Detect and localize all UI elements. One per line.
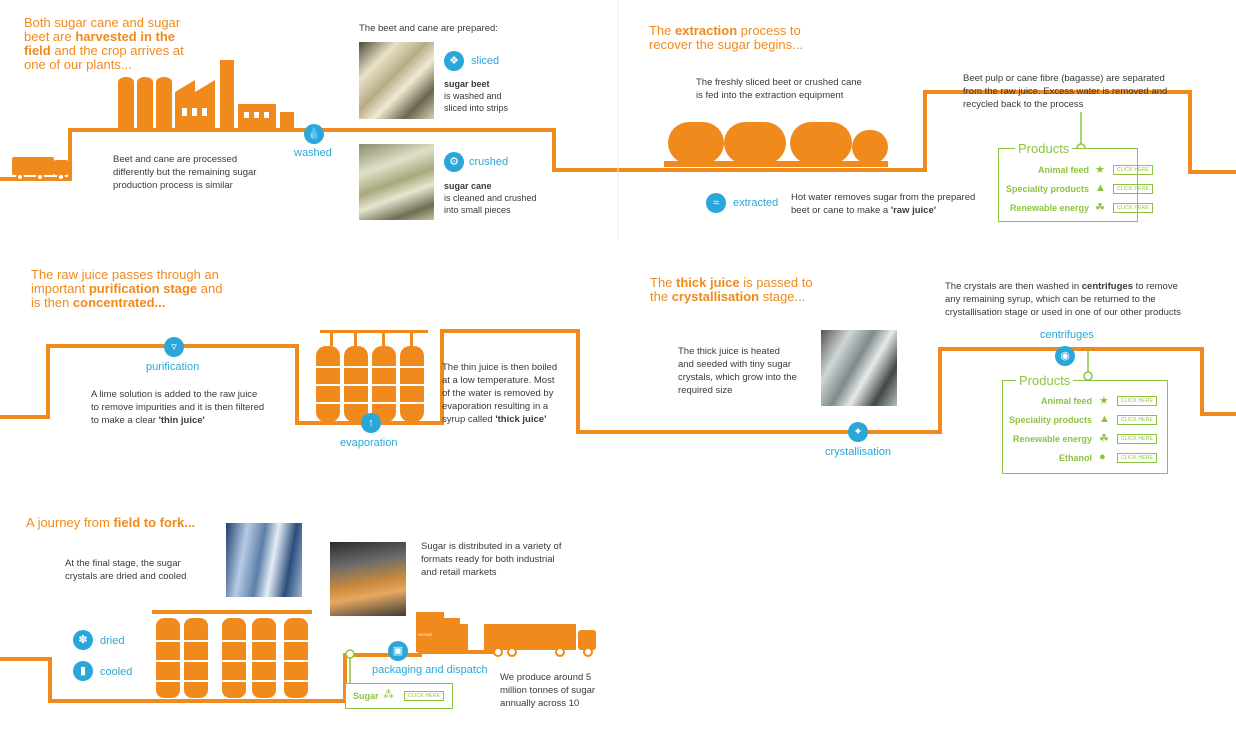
click-here-animal-feed-2[interactable]: CLICK HERE xyxy=(1117,396,1158,406)
bag-label: SUGAR xyxy=(418,632,433,637)
centrifuge-text: The crystals are then washed in centrifu… xyxy=(945,281,1182,318)
products-title-2: Products xyxy=(1016,373,1074,388)
ethanol-icon: ● xyxy=(1099,451,1106,463)
products-box-extraction xyxy=(998,148,1138,222)
product-speciality[interactable]: Speciality products xyxy=(1005,184,1089,194)
products-box-crystallisation xyxy=(1002,380,1168,474)
renewable-energy-icon: ☘ xyxy=(1095,202,1105,214)
pulp-text: Beet pulp or cane fibre (bagasse) are se… xyxy=(963,73,1168,110)
purification-icon: ▿ xyxy=(164,337,184,357)
sugar-product-box xyxy=(345,683,453,709)
flow-line-row1 xyxy=(0,90,1236,181)
product-animal-feed-2[interactable]: Animal feed xyxy=(1040,396,1092,406)
product-renewable-energy-2[interactable]: Renewable energy xyxy=(1012,434,1092,444)
final-stage-text: At the final stage, the sugar crystals a… xyxy=(65,558,187,582)
flow-line-row3 xyxy=(0,650,500,703)
crushed-label: crushed xyxy=(469,156,509,168)
factory-illustration xyxy=(118,60,294,128)
extraction-drums-illustration xyxy=(664,122,888,167)
packaging-icon: ▣ xyxy=(388,641,408,661)
purification-label: purification xyxy=(146,361,200,373)
products-title: Products xyxy=(1015,141,1073,156)
click-here-speciality[interactable]: CLICK HERE xyxy=(1113,184,1154,194)
washed-icon: 💧 xyxy=(304,124,324,144)
renewable-energy-icon: ☘ xyxy=(1099,433,1109,445)
lime-text: A lime solution is added to the raw juic… xyxy=(91,389,265,426)
distribution-photo xyxy=(330,542,406,616)
heated-text: The thick juice is heated and seeded wit… xyxy=(678,346,797,396)
extracted-label: extracted xyxy=(733,197,779,209)
centrifuges-icon: ◉ xyxy=(1055,346,1075,366)
click-here-renewable-2[interactable]: CLICK HERE xyxy=(1117,434,1158,444)
flow-line-row2 xyxy=(0,329,1236,434)
cooled-label: cooled xyxy=(100,666,133,678)
extracted-icon: ≈ xyxy=(706,193,726,213)
product-speciality-2[interactable]: Speciality products xyxy=(1008,415,1092,425)
sliced-icon: ❖ xyxy=(444,51,464,71)
intro-heading: Both sugar cane and sugar beet are harve… xyxy=(24,15,184,72)
animal-feed-icon: ★ xyxy=(1095,164,1105,176)
product-ethanol[interactable]: Ethanol xyxy=(1059,453,1092,463)
truck-illustration xyxy=(12,157,68,181)
prepared-title: The beet and cane are prepared: xyxy=(359,23,498,34)
click-here-animal-feed[interactable]: CLICK HERE xyxy=(1113,165,1154,175)
hot-water-text: Hot water removes sugar from the prepare… xyxy=(791,192,976,216)
product-sugar[interactable]: Sugar xyxy=(353,691,379,701)
click-here-renewable[interactable]: CLICK HERE xyxy=(1113,203,1154,213)
lorry-illustration xyxy=(484,624,596,657)
dried-icon: ✽ xyxy=(73,630,93,650)
crushed-icon: ⚙ xyxy=(444,152,464,172)
silos-illustration xyxy=(152,610,312,698)
cooled-icon: ▮ xyxy=(73,661,93,681)
produce-text: We produce around 5 million tonnes of su… xyxy=(500,672,596,709)
field-to-fork-heading: A journey from field to fork... xyxy=(26,515,196,530)
sliced-label: sliced xyxy=(471,55,500,67)
click-here-ethanol[interactable]: CLICK HERE xyxy=(1117,453,1158,463)
sugar-bags-illustration xyxy=(416,612,468,652)
distributed-text: Sugar is distributed in a variety of for… xyxy=(421,541,562,578)
extraction-heading: The extraction process to recover the su… xyxy=(649,23,803,52)
washed-label: washed xyxy=(294,147,332,159)
sugar-spoon-icon: ⁂ xyxy=(383,689,394,701)
animal-feed-icon: ★ xyxy=(1099,395,1109,407)
drying-photo xyxy=(226,523,302,597)
evaporation-label: evaporation xyxy=(340,437,398,449)
speciality-products-icon: ▲ xyxy=(1095,182,1106,194)
click-here-sugar[interactable]: CLICK HERE xyxy=(404,691,445,701)
crystallisation-icon: ✦ xyxy=(848,422,868,442)
processed-text: Beet and cane are processed differently … xyxy=(113,154,257,191)
crystallisation-label: crystallisation xyxy=(825,446,892,458)
product-animal-feed[interactable]: Animal feed xyxy=(1037,165,1089,175)
speciality-products-icon: ▲ xyxy=(1099,413,1110,425)
purification-heading: The raw juice passes through an importan… xyxy=(31,267,223,310)
centrifuges-label: centrifuges xyxy=(1040,329,1094,341)
thin-juice-text: The thin juice is then boiled at a low t… xyxy=(442,362,558,425)
product-renewable-energy[interactable]: Renewable energy xyxy=(1009,203,1089,213)
crystallisation-heading: The thick juice is passed to the crystal… xyxy=(650,275,813,304)
evaporation-icon: ↑ xyxy=(361,413,381,433)
click-here-speciality-2[interactable]: CLICK HERE xyxy=(1117,415,1158,425)
crystallisation-photo xyxy=(821,330,897,406)
fed-text: The freshly sliced beet or crushed cane … xyxy=(696,77,862,101)
sliced-beet-photo xyxy=(359,42,434,119)
dried-label: dried xyxy=(100,635,125,647)
packaging-label: packaging and dispatch xyxy=(372,664,488,676)
evaporators-illustration xyxy=(316,330,428,422)
crushed-cane-photo xyxy=(359,144,434,220)
